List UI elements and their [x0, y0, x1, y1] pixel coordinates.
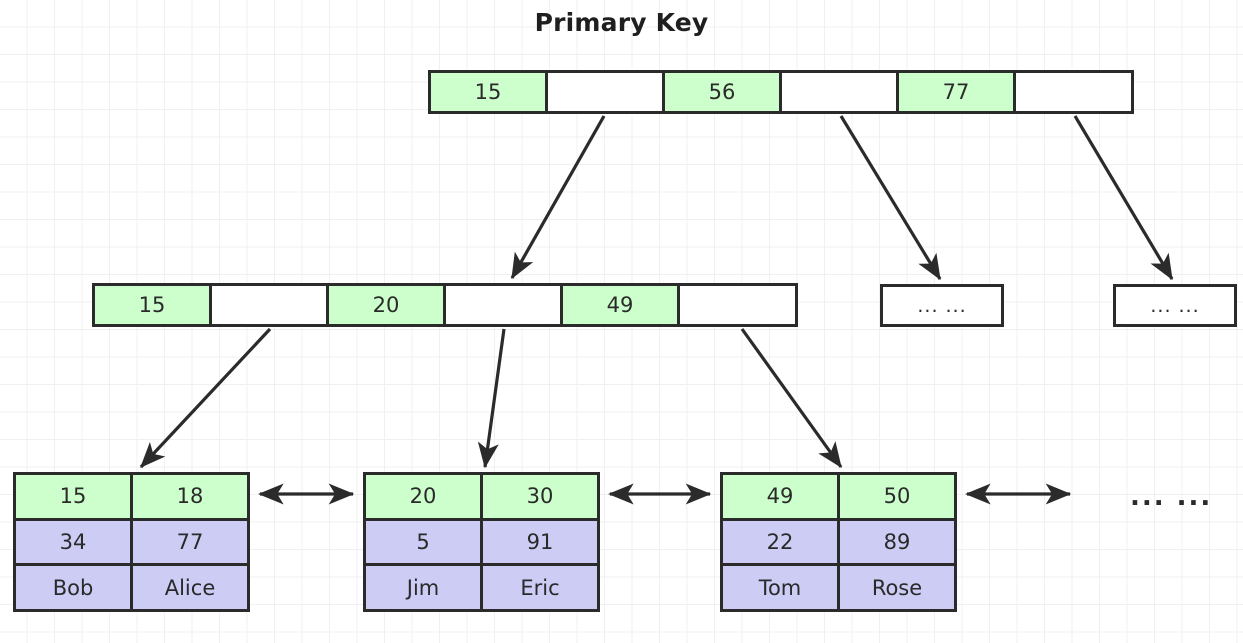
root-cell-pointer-0	[548, 73, 665, 111]
edge-root-to-internal	[510, 115, 606, 280]
leaf-2-value-1: 91	[483, 520, 597, 564]
leaf-2-name-0: Jim	[366, 566, 483, 610]
root-node: 15 56 77	[428, 70, 1134, 114]
leaf-1-name-row: Bob Alice	[16, 566, 247, 610]
leaf-1-key-row: 15 18	[16, 475, 247, 521]
internal-cell-pointer-0	[212, 286, 329, 324]
trailing-ellipsis-label: ... ...	[1130, 482, 1213, 512]
leaf-3-key-1: 50	[840, 475, 954, 518]
leaf-node-1: 15 18 34 77 Bob Alice	[13, 472, 250, 612]
root-cell-key-0: 15	[431, 73, 548, 111]
internal-cell-key-1: 20	[329, 286, 446, 324]
leaf-2-name-1: Eric	[483, 566, 597, 610]
internal-node: 15 20 49	[92, 283, 798, 327]
leaf-2-key-1: 30	[483, 475, 597, 518]
root-cell-pointer-1	[782, 73, 899, 111]
leaf-3-name-row: Tom Rose	[723, 566, 954, 610]
root-cell-pointer-2	[1016, 73, 1131, 111]
leaf-3-key-0: 49	[723, 475, 840, 518]
leaf-1-key-1: 18	[133, 475, 247, 518]
page-title: Primary Key	[534, 8, 709, 37]
ellipsis-node-2: ... ...	[1113, 284, 1237, 327]
leaf-1-value-row: 34 77	[16, 520, 247, 567]
leaf-2-value-row: 5 91	[366, 520, 597, 567]
leaf-2-key-0: 20	[366, 475, 483, 518]
leaf-2-key-row: 20 30	[366, 475, 597, 521]
root-cell-key-2: 77	[899, 73, 1016, 111]
leaf-3-name-1: Rose	[840, 566, 954, 610]
leaf-node-3: 49 50 22 89 Tom Rose	[720, 472, 957, 612]
leaf-1-name-0: Bob	[16, 566, 133, 610]
edge-root-to-ellipsis-1	[839, 115, 942, 281]
leaf-3-value-0: 22	[723, 520, 840, 564]
internal-cell-key-2: 49	[563, 286, 680, 324]
leaf-1-value-0: 34	[16, 520, 133, 564]
leaf-3-name-0: Tom	[723, 566, 840, 610]
edge-internal-to-leaf-3	[740, 328, 843, 469]
internal-cell-pointer-1	[446, 286, 563, 324]
leaf-node-2: 20 30 5 91 Jim Eric	[363, 472, 600, 612]
leaf-2-value-0: 5	[366, 520, 483, 564]
internal-cell-key-0: 15	[95, 286, 212, 324]
edge-root-to-ellipsis-2	[1073, 115, 1174, 281]
leaf-3-value-row: 22 89	[723, 520, 954, 567]
edge-internal-to-leaf-1	[139, 327, 272, 469]
edge-internal-to-leaf-2	[477, 328, 506, 469]
internal-cell-pointer-2	[680, 286, 795, 324]
leaf-3-value-1: 89	[840, 520, 954, 564]
leaf-1-key-0: 15	[16, 475, 133, 518]
leaf-1-name-1: Alice	[133, 566, 247, 610]
root-cell-key-1: 56	[665, 73, 782, 111]
leaf-1-value-1: 77	[133, 520, 247, 564]
ellipsis-node-1: ... ...	[880, 284, 1004, 327]
leaf-2-name-row: Jim Eric	[366, 566, 597, 610]
leaf-3-key-row: 49 50	[723, 475, 954, 521]
